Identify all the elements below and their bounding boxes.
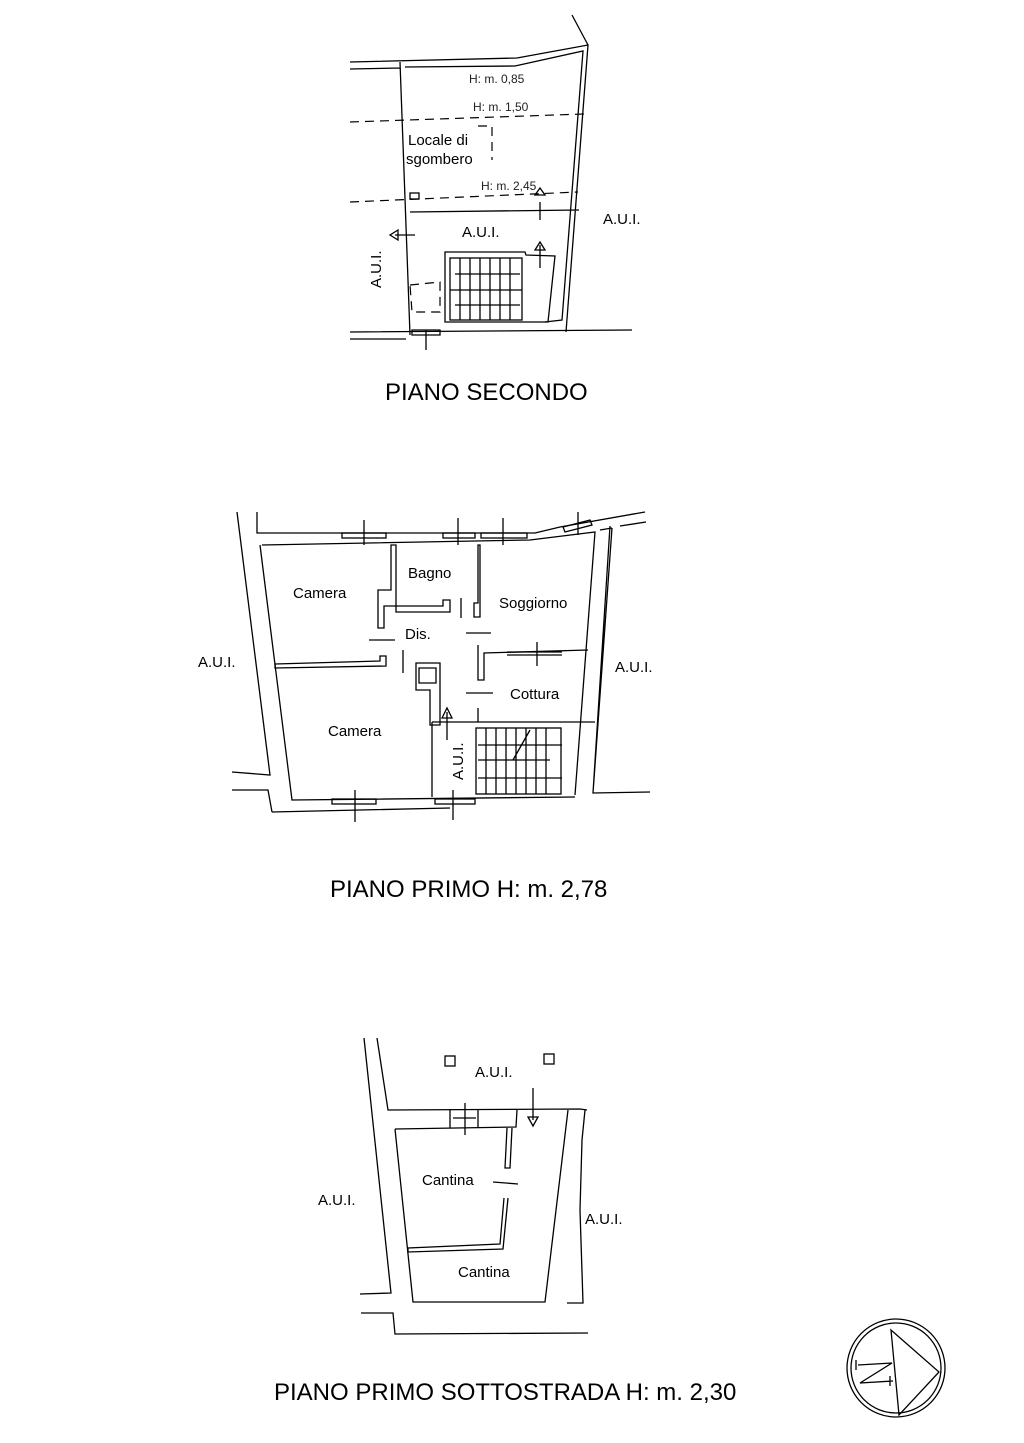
plan-first-floor: Camera Bagno Soggiorno Dis. Cottura Came…	[198, 511, 653, 903]
staircase-top	[449, 257, 523, 321]
aui-label: A.U.I.	[585, 1211, 623, 1228]
aui-label: A.U.I.	[198, 654, 236, 671]
aui-label: A.U.I.	[450, 742, 467, 780]
aui-label: A.U.I.	[615, 659, 653, 676]
plan-title-second: PIANO SECONDO	[385, 379, 588, 406]
aui-label: A.U.I.	[368, 250, 385, 288]
plan-second-floor: H: m. 0,85 H: m. 1,50 H: m. 2,45 Locale …	[349, 14, 641, 406]
aui-label: A.U.I.	[475, 1064, 513, 1081]
plan-basement: Cantina Cantina A.U.I. A.U.I. A.U.I. PIA…	[274, 1037, 736, 1406]
room-label-bagno: Bagno	[408, 565, 451, 582]
aui-label: A.U.I.	[603, 211, 641, 228]
room-label-cantina: Cantina	[458, 1264, 510, 1281]
plan-title-first: PIANO PRIMO H: m. 2,78	[330, 876, 607, 903]
staircase-first	[475, 727, 562, 795]
room-label-cantina: Cantina	[422, 1172, 474, 1189]
height-label: H: m. 0,85	[469, 72, 525, 86]
height-label: H: m. 1,50	[473, 100, 529, 114]
aui-label: A.U.I.	[318, 1192, 356, 1209]
aui-label: A.U.I.	[462, 224, 500, 241]
room-label-dis: Dis.	[405, 626, 431, 643]
room-label-cottura: Cottura	[510, 686, 560, 703]
room-label-camera: Camera	[328, 723, 382, 740]
room-label-soggiorno: Soggiorno	[499, 595, 567, 612]
plan-title-basement: PIANO PRIMO SOTTOSTRADA H: m. 2,30	[274, 1379, 736, 1406]
room-label-camera: Camera	[293, 585, 347, 602]
room-label-locale: Locale di	[408, 132, 468, 149]
height-label: H: m. 2,45	[481, 179, 537, 193]
north-arrow-icon	[846, 1318, 946, 1418]
room-label-sgombero: sgombero	[406, 151, 473, 168]
